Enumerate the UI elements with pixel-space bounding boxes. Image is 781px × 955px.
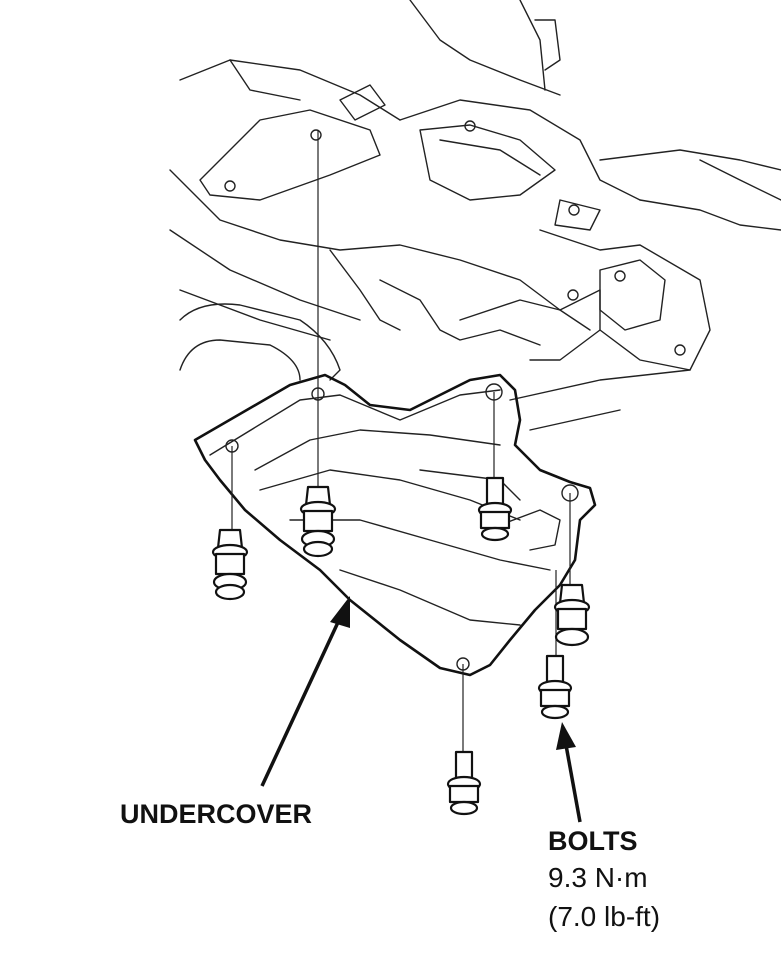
torque-lbft-value: (7.0 lb-ft) xyxy=(548,901,661,932)
bolt xyxy=(211,528,249,601)
vehicle-underbody xyxy=(169,0,781,431)
torque-nm-value: 9.3 N·m xyxy=(548,862,648,893)
bolt xyxy=(446,750,482,816)
bolt xyxy=(537,654,573,720)
bolts-label: BOLTS xyxy=(548,826,638,856)
bolts-arrow xyxy=(556,722,582,823)
bolt xyxy=(553,583,591,647)
undercover-panel xyxy=(193,373,597,677)
bolt xyxy=(477,476,513,542)
bolt xyxy=(299,485,337,558)
undercover-arrow xyxy=(260,596,350,787)
undercover-label: UNDERCOVER xyxy=(120,799,313,829)
bolt-leader-lines xyxy=(231,130,571,755)
